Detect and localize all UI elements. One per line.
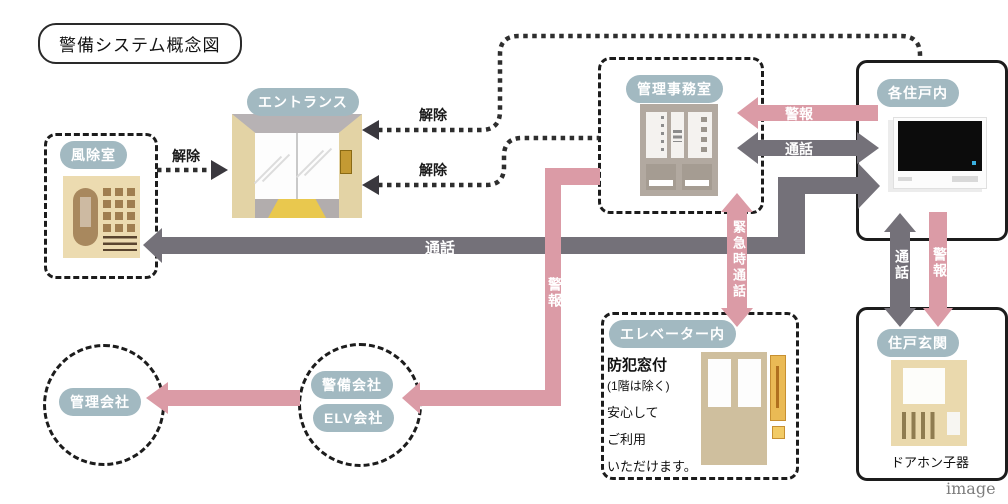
elevator-note-line: 安心して [607,405,659,420]
elevator-label: エレベーター内 [609,320,736,348]
compartment-slot [649,180,673,186]
alarm-label-vertical: 警報 [547,277,563,309]
monitor-button [898,177,912,181]
elevator-note-title: 防犯窓付 [607,357,668,374]
panel-center-module [671,112,684,158]
security-control-panel-illustration [640,104,718,196]
alarm-arrow-unit-door [923,212,953,327]
unit-entrance-label: 住戸玄関 [877,329,959,357]
monitor-screen [898,121,982,171]
handset-highlight [80,197,91,227]
management-office-label: 管理事務室 [626,75,723,103]
elevator-window [708,359,731,407]
intercom-panel-illustration [63,176,140,258]
speaker-lines-icon [103,236,137,251]
call-arrow-office-unit [737,132,879,164]
doorphone-button [947,412,960,435]
doorphone-illustration [891,360,967,446]
image-watermark: image [946,479,996,498]
elevator-handrail-icon [770,355,786,421]
call-arrow-unit-door [884,213,916,327]
compartment-slot [685,180,709,186]
call-label-long: 通話 [424,240,455,257]
security-company-label: 警備会社 [311,371,393,399]
release-line-unit [378,33,923,133]
elevator-note-line: ご利用 [607,432,647,447]
doorphone-speaker-icon [902,412,935,439]
panel-bars [673,130,682,142]
alarm-label-top: 警報 [785,106,813,122]
elv-company-label: ELV会社 [313,404,395,432]
release-label-2: 解除 [419,107,447,123]
entrance-glass-doors [253,133,339,199]
alarm-path-office-security [402,168,600,414]
entrance-ceiling [232,114,362,133]
intercom-monitor-illustration [893,117,987,189]
entrance-illustration [232,114,362,218]
entrance-label: エントランス [247,88,359,116]
arrow-security-to-mgmt [146,382,300,414]
panel-squares [701,117,707,153]
handset-icon [73,188,98,246]
emergency-call-label: 緊急時通話 [731,220,746,300]
panel-left-module [646,112,667,158]
elevator-button-icon [772,426,785,439]
management-office-box [598,57,764,214]
elevator-window [738,359,761,407]
release-label-3: 解除 [419,162,447,178]
call-label-top: 通話 [785,141,813,157]
panel-dots [661,116,664,154]
windbreak-room-label: 風除室 [60,141,127,169]
monitor-buttons [952,176,978,182]
call-label-right: 通話 [894,249,910,281]
emergency-call-arrow [721,193,753,327]
keypad-icon [103,188,135,232]
release-arrowhead-3 [362,175,379,195]
management-company-label: 管理会社 [59,388,141,416]
release-label-1: 解除 [172,148,200,164]
doorphone-window [903,368,945,404]
panel-compartment [646,164,676,190]
entrance-floor-mat [268,199,326,218]
handrail-line [776,366,779,408]
alarm-label-right: 警報 [932,247,948,279]
doorphone-caption: ドアホン子器 [890,455,969,470]
entrance-left-wall [232,114,255,218]
release-arrowhead-2 [362,120,379,140]
unit-interior-label: 各住戸内 [877,79,959,107]
release-arrowhead-1 [211,160,228,180]
elevator-box [601,312,799,480]
diagram-title: 警備システム概念図 [38,23,242,64]
windbreak-room-box [44,133,158,279]
alarm-arrow-unit-office [737,97,878,129]
elevator-note-line: いただけます。 [607,459,697,474]
elevator-note: 防犯窓付 (1階は除く) 安心して ご利用 いただけます。 [607,354,702,475]
screen-led [972,161,976,165]
call-path-windbreak-unit [143,163,880,263]
door-divider [296,133,298,199]
access-panel-icon [340,150,352,174]
panel-compartment [682,164,712,190]
elevator-door-illustration [701,352,767,465]
elevator-note-line: (1階は除く) [607,379,670,393]
panel-right-module [688,112,712,158]
